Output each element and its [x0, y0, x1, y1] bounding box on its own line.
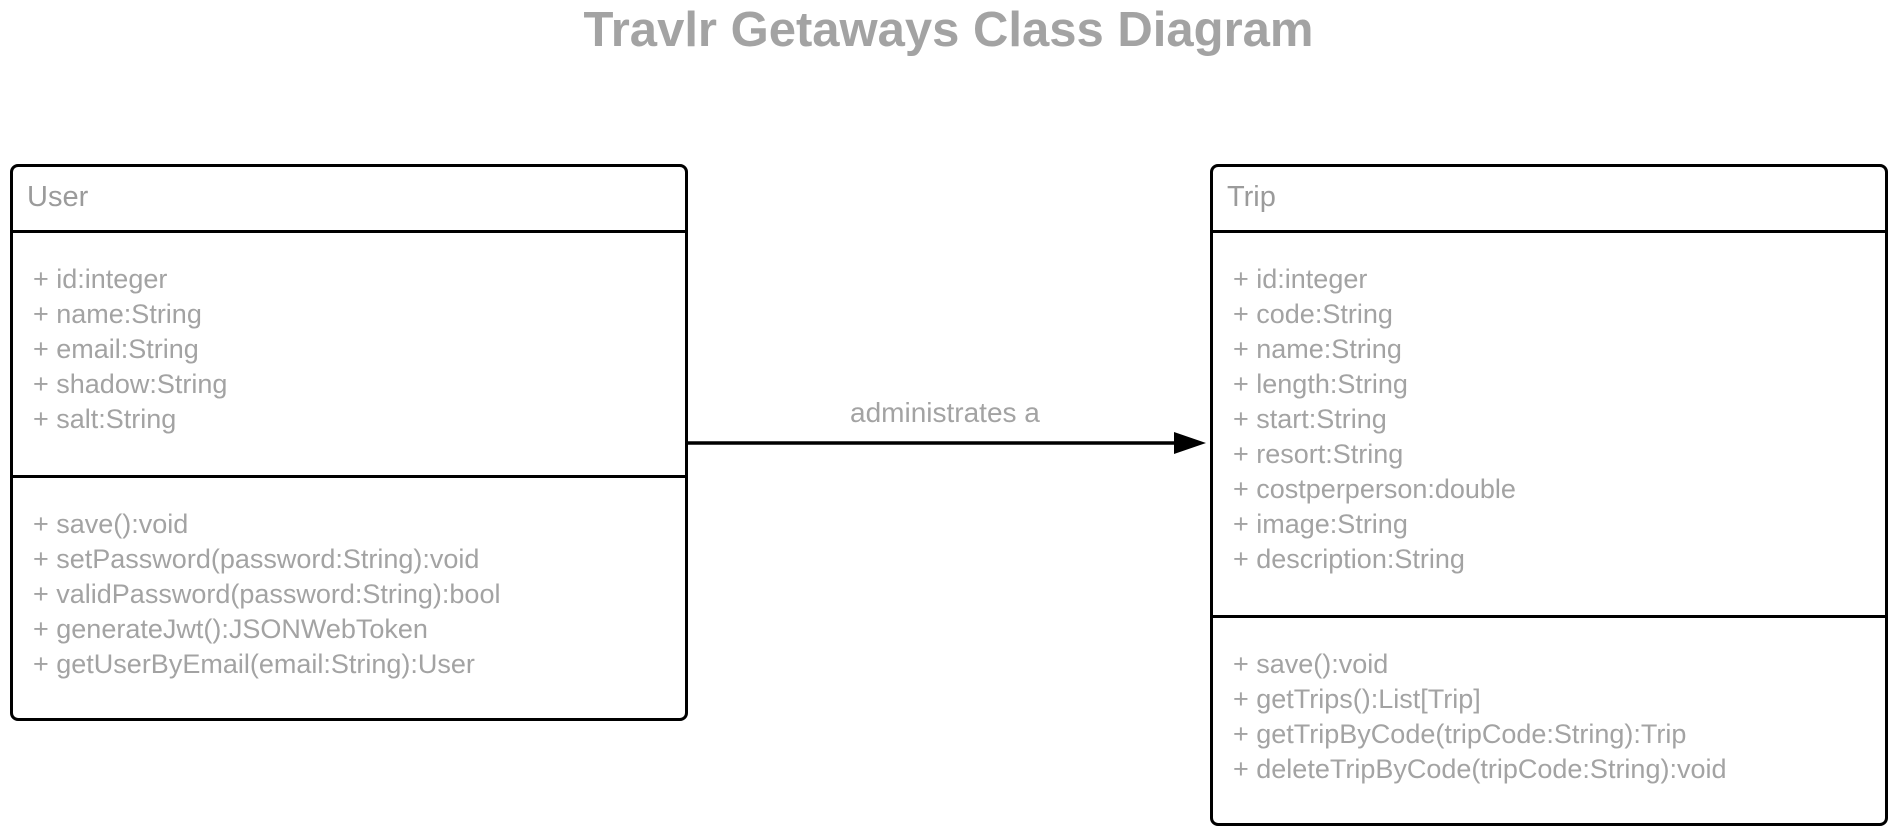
user-attribute: + salt:String — [33, 404, 177, 434]
user-method: + validPassword(password:String):bool — [33, 579, 501, 609]
user-attributes-divider — [13, 475, 685, 478]
trip-method: + deleteTripByCode(tripCode:String):void — [1233, 754, 1727, 784]
trip-attribute: + resort:String — [1233, 439, 1404, 469]
user-attribute: + email:String — [33, 334, 199, 364]
class-name-user: User — [27, 181, 89, 213]
trip-attribute: + description:String — [1233, 544, 1465, 574]
trip-attribute: + name:String — [1233, 334, 1402, 364]
user-method: + getUserByEmail(email:String):User — [33, 649, 475, 679]
user-methods: + save():void + setPassword(password:Str… — [33, 507, 500, 682]
user-method: + save():void — [33, 509, 189, 539]
trip-name-divider — [1213, 230, 1885, 233]
trip-attribute: + length:String — [1233, 369, 1408, 399]
trip-attributes: + id:integer + code:String + name:String… — [1233, 262, 1516, 577]
trip-methods: + save():void + getTrips():List[Trip] + … — [1233, 647, 1727, 787]
trip-attribute: + start:String — [1233, 404, 1387, 434]
user-method: + generateJwt():JSONWebToken — [33, 614, 428, 644]
trip-attribute: + code:String — [1233, 299, 1393, 329]
class-box-trip[interactable]: Trip + id:integer + code:String + name:S… — [1210, 164, 1888, 826]
trip-method: + getTripByCode(tripCode:String):Trip — [1233, 719, 1687, 749]
user-name-divider — [13, 230, 685, 233]
user-attribute: + id:integer — [33, 264, 168, 294]
trip-method: + save():void — [1233, 649, 1389, 679]
class-name-trip: Trip — [1227, 181, 1276, 213]
user-attribute: + shadow:String — [33, 369, 228, 399]
user-attributes: + id:integer + name:String + email:Strin… — [33, 262, 227, 437]
association-label: administrates a — [850, 397, 1040, 428]
user-method: + setPassword(password:String):void — [33, 544, 480, 574]
trip-attribute: + image:String — [1233, 509, 1408, 539]
trip-attribute: + id:integer — [1233, 264, 1368, 294]
trip-attributes-divider — [1213, 615, 1885, 618]
trip-method: + getTrips():List[Trip] — [1233, 684, 1481, 714]
class-box-user[interactable]: User + id:integer + name:String + email:… — [10, 164, 688, 721]
trip-attribute: + costperperson:double — [1233, 474, 1516, 504]
diagram-title: Travlr Getaways Class Diagram — [583, 3, 1314, 57]
user-attribute: + name:String — [33, 299, 202, 329]
arrowhead-icon — [1174, 432, 1206, 454]
